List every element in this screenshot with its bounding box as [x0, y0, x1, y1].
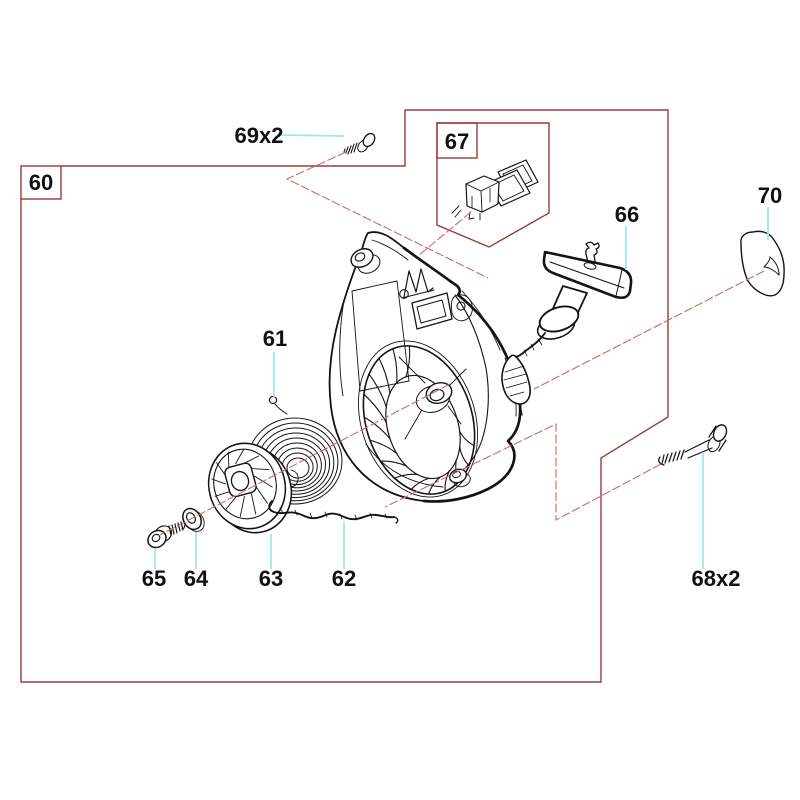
leader-long-bolt	[384, 423, 662, 521]
leader-short-screw	[285, 151, 489, 279]
red-leader-lines	[157, 151, 765, 537]
leader-intake-clamp	[417, 211, 472, 257]
label-63: 63	[259, 566, 283, 591]
label-70: 70	[758, 183, 782, 208]
label-64: 64	[184, 566, 209, 591]
group-box-67-outline	[436, 122, 550, 248]
part-intake-clamp	[451, 159, 539, 221]
label-61: 61	[263, 326, 287, 351]
group-box-60	[20, 109, 669, 683]
group-box-60-outline	[20, 109, 669, 683]
part-long-bolt	[658, 424, 728, 466]
parts-artwork	[147, 132, 785, 549]
leader-axis	[157, 383, 451, 537]
label-65: 65	[142, 566, 166, 591]
label-60: 60	[29, 170, 53, 195]
cyan-leader-lines	[154, 134, 769, 569]
part-cover	[740, 230, 785, 297]
part-starter-housing	[328, 231, 522, 503]
leader-cover	[533, 270, 765, 390]
label-62: 62	[332, 566, 356, 591]
leader-label-69	[280, 134, 345, 137]
part-short-screw	[343, 132, 376, 155]
part-labels: 60 67 69x2 61 65 64 63 62 68x2 66 70	[29, 123, 782, 591]
label-66: 66	[615, 202, 639, 227]
part-rope-pulley	[207, 442, 293, 534]
part-starter-handle	[501, 241, 633, 416]
group-box-67	[436, 122, 550, 248]
label-67: 67	[445, 129, 469, 154]
group-box-60-label-box	[20, 165, 62, 200]
group-box-67-label-box	[436, 122, 478, 159]
label-69x2: 69x2	[235, 123, 284, 148]
rope-guide-grommet	[501, 354, 531, 405]
part-starter-rope	[268, 500, 399, 524]
label-68x2: 68x2	[692, 566, 741, 591]
